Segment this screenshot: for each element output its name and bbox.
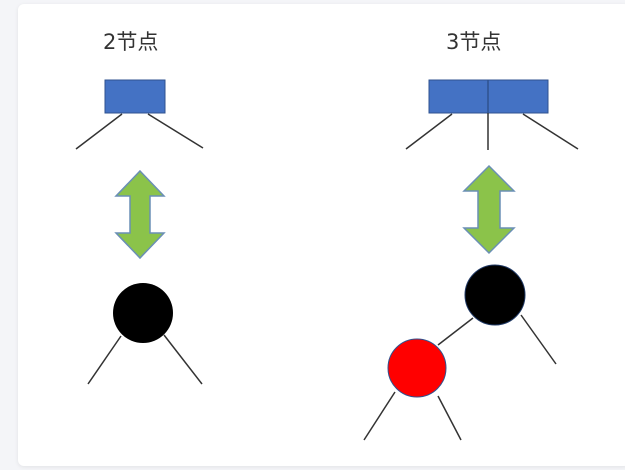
red-black-tree: [363, 264, 557, 441]
black-node-tree: [87, 283, 203, 385]
title-2-node: 2节点: [103, 30, 159, 54]
two-node-btree: [75, 79, 204, 150]
two-node-double-arrow-icon: [114, 169, 166, 260]
title-3-node: 3节点: [446, 30, 502, 54]
three-node-btree: [405, 79, 579, 150]
three-node-double-arrow-icon: [462, 164, 516, 255]
